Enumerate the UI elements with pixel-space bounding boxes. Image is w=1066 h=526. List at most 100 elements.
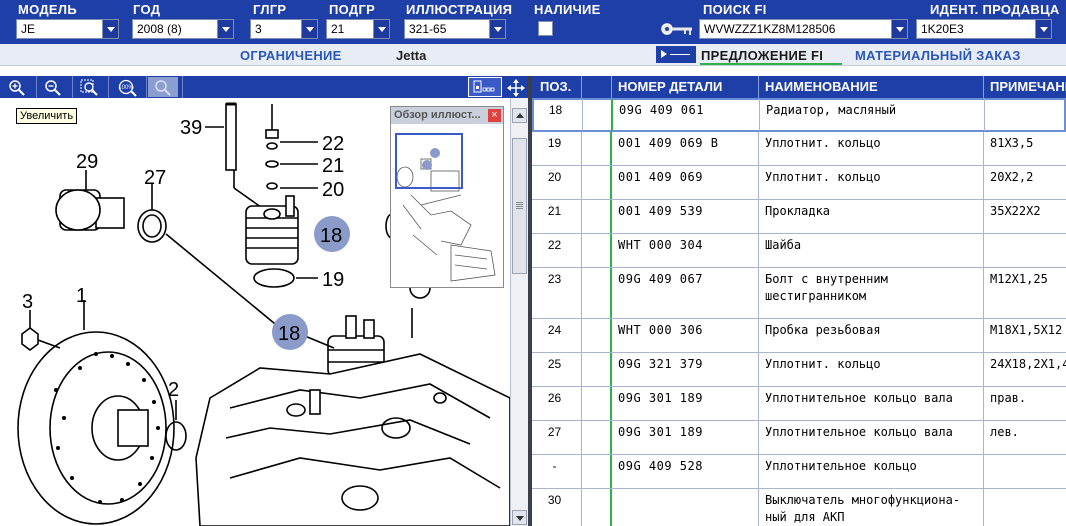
glgr-label: ГЛГР bbox=[253, 2, 287, 17]
cell-pos: 21 bbox=[532, 200, 582, 233]
overview-viewport-frame[interactable] bbox=[395, 133, 463, 189]
restriction-link[interactable]: ОГРАНИЧЕНИЕ bbox=[240, 48, 342, 63]
chevron-down-icon[interactable] bbox=[373, 20, 389, 38]
cell-part-number: 09G 409 061 bbox=[613, 99, 760, 131]
proposal-tab[interactable]: ПРЕДЛОЖЕНИЕ FI bbox=[701, 48, 824, 63]
overview-title: Обзор иллюст... bbox=[391, 107, 503, 124]
zoom-out-button[interactable] bbox=[38, 77, 68, 97]
col-name[interactable]: НАИМЕНОВАНИЕ bbox=[759, 76, 984, 98]
material-order-link[interactable]: МАТЕРИАЛЬНЫЙ ЗАКАЗ bbox=[855, 48, 1021, 63]
zoom-100-button[interactable]: 100% bbox=[110, 77, 144, 97]
diagram-label-29[interactable]: 29 bbox=[76, 151, 98, 173]
cell-name: Пробка резьбовая bbox=[759, 319, 984, 352]
diagram-label-20[interactable]: 20 bbox=[322, 179, 344, 201]
sub-bar: ОГРАНИЧЕНИЕ Jetta ПРЕДЛОЖЕНИЕ FI МАТЕРИА… bbox=[0, 44, 1066, 66]
toolbar-separator bbox=[182, 76, 183, 98]
model-name: Jetta bbox=[396, 48, 427, 63]
overview-panel[interactable]: Обзор иллюст... × bbox=[390, 106, 504, 288]
zoom-area-button[interactable] bbox=[74, 77, 104, 97]
cell-mark bbox=[582, 166, 611, 199]
close-icon[interactable]: × bbox=[488, 109, 501, 122]
cell-name: Прокладка bbox=[759, 200, 984, 233]
row-divider bbox=[611, 99, 613, 131]
podgr-select[interactable]: 21 bbox=[326, 19, 390, 39]
chevron-down-icon[interactable] bbox=[301, 20, 317, 38]
arrow-right-icon[interactable] bbox=[656, 46, 696, 63]
scroll-up-button[interactable] bbox=[512, 108, 527, 123]
zoom-fit-button[interactable] bbox=[148, 77, 178, 97]
chevron-down-icon[interactable] bbox=[1035, 20, 1051, 38]
diagram-scrollbar[interactable] bbox=[510, 98, 528, 526]
cell-part-number: 09G 409 067 bbox=[612, 268, 759, 318]
illustration-select[interactable]: 321-65 bbox=[404, 19, 506, 39]
active-tab-indicator bbox=[700, 63, 842, 65]
diagram-label-22[interactable]: 22 bbox=[322, 133, 344, 155]
diagram-label-39[interactable]: 39 bbox=[180, 117, 202, 139]
col-pos[interactable]: ПОЗ. bbox=[532, 76, 582, 98]
cell-part-number: 09G 301 189 bbox=[612, 387, 759, 420]
availability-checkbox[interactable] bbox=[538, 21, 553, 36]
year-label: ГОД bbox=[133, 2, 161, 17]
overview-toggle-button[interactable] bbox=[468, 77, 502, 97]
diagram-label-18[interactable]: 18 bbox=[320, 225, 342, 247]
cell-name: Болт с внутренним шестигранником bbox=[759, 268, 984, 318]
row-divider bbox=[610, 319, 612, 352]
diagram-label-1[interactable]: 1 bbox=[76, 285, 87, 307]
glgr-value: 3 bbox=[255, 22, 262, 36]
scroll-down-button[interactable] bbox=[512, 510, 527, 525]
seller-id-select[interactable]: 1K20E3 bbox=[916, 19, 1052, 39]
zoom-in-button[interactable] bbox=[2, 77, 32, 97]
chevron-down-icon[interactable] bbox=[489, 20, 505, 38]
diagram-label-27[interactable]: 27 bbox=[144, 167, 166, 189]
cell-pos: 22 bbox=[532, 234, 582, 267]
cell-pos: 27 bbox=[532, 421, 582, 454]
cell-mark bbox=[582, 455, 611, 488]
pan-button[interactable] bbox=[504, 77, 528, 97]
key-icon[interactable] bbox=[660, 21, 694, 37]
row-divider bbox=[610, 268, 612, 318]
chevron-down-icon[interactable] bbox=[217, 20, 233, 38]
diagram-label-2[interactable]: 2 bbox=[168, 379, 179, 401]
cell-part-number bbox=[612, 489, 759, 526]
pane-splitter[interactable] bbox=[528, 76, 532, 526]
glgr-select[interactable]: 3 bbox=[250, 19, 318, 39]
zoom-in-tooltip: Увеличить bbox=[16, 108, 78, 124]
diagram-toolbar: 100% bbox=[0, 76, 528, 98]
scroll-thumb[interactable] bbox=[512, 138, 527, 274]
model-select[interactable]: JE bbox=[16, 19, 119, 39]
year-select[interactable]: 2008 (8) bbox=[132, 19, 234, 39]
search-fi-select[interactable]: WVWZZZ1KZ8M128506 bbox=[699, 19, 908, 39]
cell-mark bbox=[582, 268, 611, 318]
col-part-number[interactable]: НОМЕР ДЕТАЛИ bbox=[612, 76, 759, 98]
diagram-label-21[interactable]: 21 bbox=[322, 155, 344, 177]
diagram-label-3[interactable]: 3 bbox=[22, 291, 33, 313]
chevron-down-icon[interactable] bbox=[891, 20, 907, 38]
cell-pos: 25 bbox=[532, 353, 582, 386]
row-divider bbox=[610, 387, 612, 420]
row-divider bbox=[610, 489, 612, 526]
chevron-down-icon[interactable] bbox=[102, 20, 118, 38]
col-note[interactable]: ПРИМЕЧАНИЕ bbox=[990, 79, 1066, 94]
cell-part-number: WHT 000 306 bbox=[612, 319, 759, 352]
cell-part-number: WHT 000 304 bbox=[612, 234, 759, 267]
cell-pos: 19 bbox=[532, 132, 582, 165]
zoom-in-icon bbox=[9, 80, 25, 96]
diagram-label-19[interactable]: 19 bbox=[322, 269, 344, 291]
diagram-label-18-lower[interactable]: 18 bbox=[278, 323, 300, 345]
row-divider bbox=[610, 166, 612, 199]
cell-part-number: 001 409 069 bbox=[612, 166, 759, 199]
cell-pos: 24 bbox=[532, 319, 582, 352]
